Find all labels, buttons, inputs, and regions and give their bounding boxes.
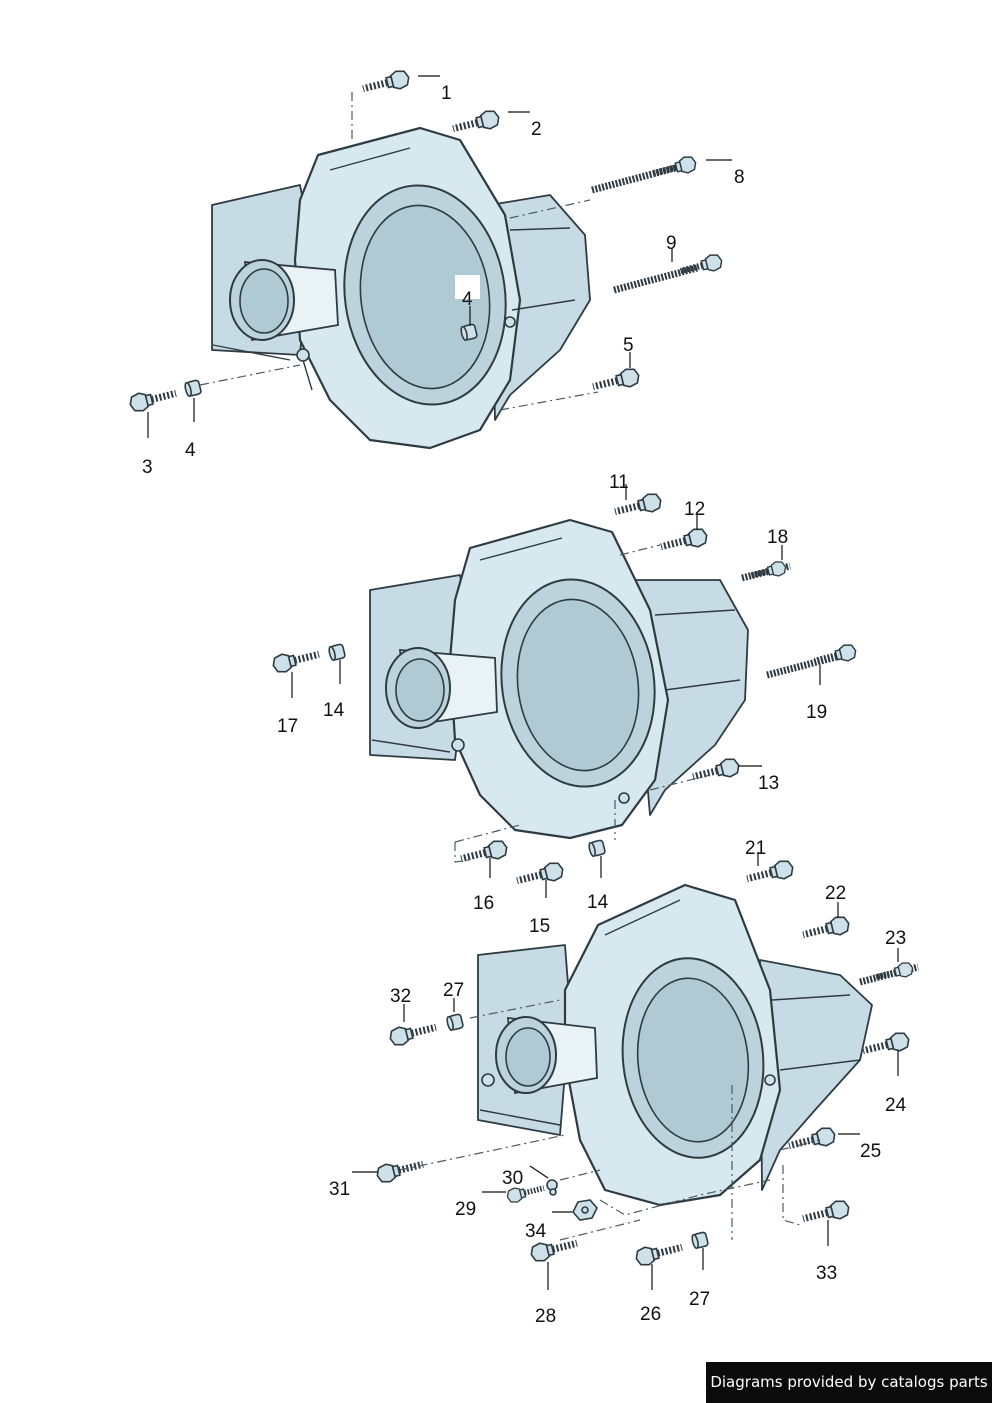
label-21: 21 [745,838,766,859]
bolt-12 [659,527,709,556]
bolt-26 [634,1239,684,1268]
leader-lines [147,75,899,1290]
label-27-lower: 27 [689,1289,710,1310]
transmission-housing-top [211,126,591,450]
label-31: 31 [329,1179,350,1200]
label-1: 1 [441,83,452,104]
stud-19 [766,643,858,679]
label-12: 12 [684,499,705,520]
label-25: 25 [860,1141,881,1162]
nut-34 [572,1199,598,1221]
bolt-21 [745,859,795,888]
label-32: 32 [390,986,411,1007]
label-4: 4 [185,440,196,461]
label-3: 3 [142,457,153,478]
transmission-housing-bottom [477,883,873,1207]
label-19: 19 [806,702,827,723]
sleeve-14-lower [587,838,607,858]
label-16: 16 [473,893,494,914]
stud-18 [741,560,791,583]
bolt-24 [861,1031,911,1060]
bolt-32 [388,1019,438,1048]
label-23: 23 [885,928,906,949]
label-17: 17 [277,716,298,737]
bolt-33 [801,1199,851,1228]
stud-23 [859,961,919,984]
bolt-11 [613,492,663,521]
credit-banner: Diagrams provided by catalogs parts [706,1362,992,1403]
label-4-inner: 4 [462,289,473,310]
label-18: 18 [767,527,788,548]
bolt-1 [361,69,411,98]
transmission-housing-middle [369,518,749,840]
label-5: 5 [623,335,634,356]
bolt-3 [128,385,178,414]
clip-30 [546,1179,558,1196]
label-15: 15 [529,916,550,937]
label-28: 28 [535,1306,556,1327]
sleeve-14 [327,642,347,662]
label-22: 22 [825,883,846,904]
bolt-17 [271,646,321,675]
label-34: 34 [525,1221,547,1242]
label-14: 14 [323,700,345,721]
label-26: 26 [640,1304,661,1325]
label-14-lower: 14 [587,892,609,913]
bolt-2 [451,109,501,138]
bolt-22 [801,915,851,944]
label-2: 2 [531,119,542,140]
label-11: 11 [609,472,629,493]
label-13: 13 [758,773,779,794]
bolt-15 [515,861,565,890]
label-30: 30 [502,1168,523,1189]
sleeve-4-inner [459,322,479,342]
sleeve-4 [183,378,203,398]
part-labels: 1 2 8 9 4 5 3 4 11 12 18 17 14 19 13 16 … [142,83,907,1327]
bolt-16 [459,839,509,868]
bolt-5 [591,367,641,396]
sleeve-27 [445,1012,465,1032]
sleeve-27-lower [690,1230,710,1250]
label-9: 9 [666,233,677,254]
label-33: 33 [816,1263,837,1284]
label-29: 29 [455,1199,476,1220]
stud-9 [613,253,724,294]
stud-8 [591,155,698,194]
label-24: 24 [885,1095,907,1116]
label-27: 27 [443,980,464,1001]
label-8: 8 [734,167,745,188]
